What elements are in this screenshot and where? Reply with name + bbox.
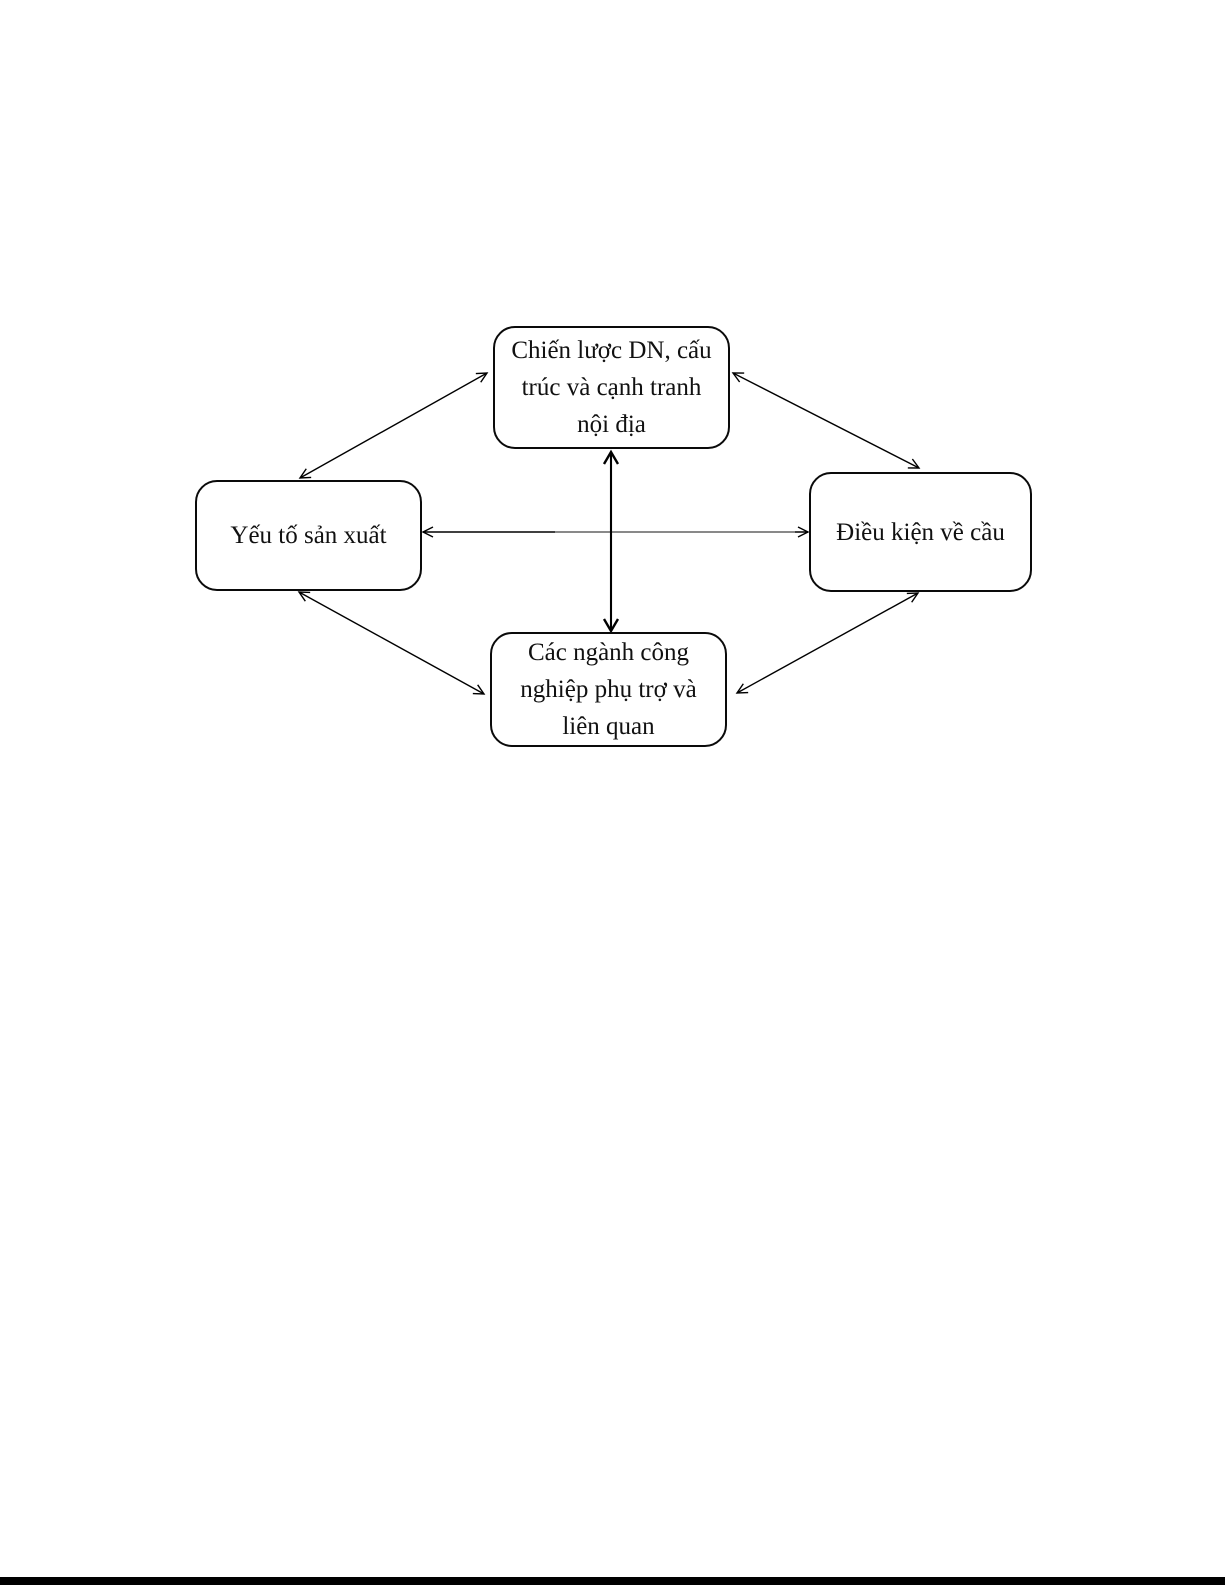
node-factors: Yếu tố sản xuất xyxy=(195,480,422,591)
node-industries-label: Các ngành công nghiệp phụ trợ và liên qu… xyxy=(520,639,697,740)
node-industries: Các ngành công nghiệp phụ trợ và liên qu… xyxy=(490,632,727,747)
node-demand-label: Điều kiện về cầu xyxy=(836,518,1005,546)
node-strategy: Chiến lược DN, cấu trúc và cạnh tranh nộ… xyxy=(493,326,730,449)
node-demand: Điều kiện về cầu xyxy=(809,472,1032,592)
edge-factors-industries-arrow xyxy=(297,591,486,695)
edge-factors-strategy-arrow xyxy=(298,372,489,479)
edge-strategy-demand-arrow xyxy=(731,372,921,469)
node-strategy-label: Chiến lược DN, cấu trúc và cạnh tranh nộ… xyxy=(511,337,712,438)
node-factors-label: Yếu tố sản xuất xyxy=(230,522,387,549)
page-bottom-rule xyxy=(0,1577,1225,1585)
edge-industries-demand-arrow xyxy=(735,592,920,694)
